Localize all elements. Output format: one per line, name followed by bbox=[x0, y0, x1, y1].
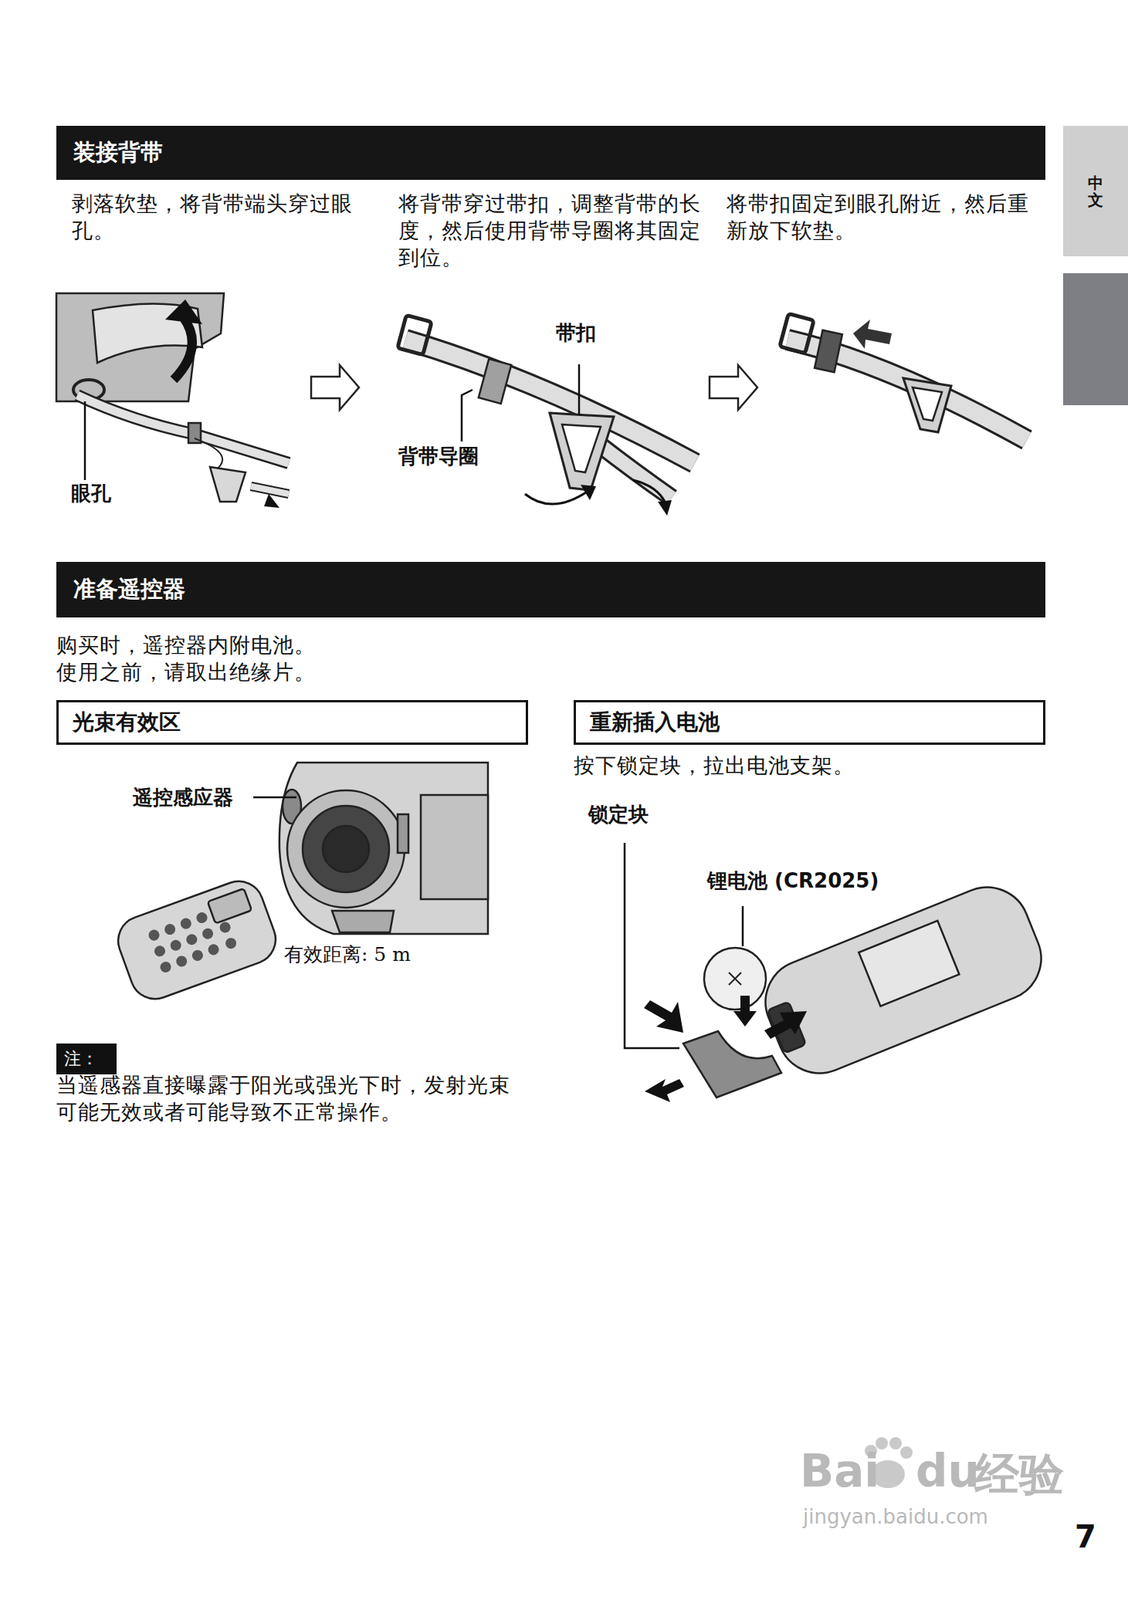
pull-arrow bbox=[644, 1079, 685, 1103]
part-label: 带扣 bbox=[554, 319, 598, 347]
leader-line bbox=[253, 796, 297, 800]
turn-arrow bbox=[525, 491, 589, 505]
subsection-box: 光束有效区 bbox=[56, 700, 529, 746]
page-number: 7 bbox=[1074, 1519, 1097, 1555]
node-text: 准备遥控器 bbox=[73, 574, 186, 606]
watermark: jingyan.baidu.com bbox=[802, 1505, 989, 1529]
lift-arrow-head bbox=[165, 299, 203, 325]
dimension: 有效距离: 5 m bbox=[284, 941, 411, 968]
body-text: 按下锁定块，拉出电池支架。 bbox=[573, 752, 1037, 780]
watermark: du bbox=[915, 1445, 980, 1498]
note-tag: 注： bbox=[56, 1043, 117, 1075]
remote-battery bbox=[683, 874, 1054, 1098]
insert-arrow bbox=[733, 995, 757, 1027]
insert-arrow bbox=[764, 1011, 807, 1040]
turn-arrow bbox=[633, 480, 666, 504]
step-text: 剥落软垫，将背带端头穿过眼孔。 bbox=[71, 189, 360, 244]
node-text: 注： bbox=[64, 1047, 99, 1071]
step-arrow bbox=[709, 365, 758, 410]
leader-line bbox=[741, 906, 745, 947]
pull-arrow bbox=[264, 494, 280, 509]
body-text: 购买时，遥控器内附电池。 bbox=[56, 631, 752, 659]
note-text: 当遥感器直接曝露于阳光或强光下时，发射光束可能无效或者可能导致不正常操作。 bbox=[56, 1071, 529, 1126]
watermark: Bai bbox=[799, 1445, 880, 1498]
turn-arrow-head bbox=[657, 500, 672, 516]
step-arrow bbox=[311, 365, 360, 410]
node-text: 中文 bbox=[1087, 174, 1104, 209]
body-text: 使用之前，请取出绝缘片。 bbox=[56, 658, 752, 686]
step-text: 将背带穿过带扣，调整背带的长度，然后使用背带导圈将其固定到位。 bbox=[398, 189, 708, 271]
lift-arrow bbox=[173, 318, 193, 380]
slide-arrow bbox=[853, 319, 892, 349]
subsection-box: 重新插入电池 bbox=[573, 700, 1046, 746]
turn-arrow-head bbox=[580, 484, 597, 501]
part-label: 锁定块 bbox=[586, 801, 651, 829]
strap-step-2 bbox=[397, 315, 695, 498]
camcorder bbox=[279, 762, 488, 935]
remote-control bbox=[111, 874, 283, 1007]
step-text: 将带扣固定到眼孔附近，然后重新放下软垫。 bbox=[726, 189, 1036, 244]
language-tab: 中文 bbox=[1063, 125, 1128, 257]
strap-step-1 bbox=[56, 293, 289, 502]
node-text: 装接背带 bbox=[73, 137, 163, 169]
node-text: 光束有效区 bbox=[72, 707, 181, 738]
part-label: 眼孔 bbox=[69, 480, 113, 508]
node-text: 重新插入电池 bbox=[589, 707, 720, 738]
section-band: 装接背带 bbox=[56, 125, 1046, 180]
side-tab bbox=[1063, 273, 1128, 406]
leader-line bbox=[578, 364, 581, 416]
watermark: 经验 bbox=[974, 1445, 1064, 1506]
part-label: 锂电池 (CR2025) bbox=[705, 867, 881, 895]
press-arrow bbox=[643, 1000, 684, 1034]
leader-line bbox=[461, 389, 473, 442]
strap-step-3 bbox=[779, 313, 1027, 441]
leader-line bbox=[624, 843, 680, 1049]
part-label: 遥控感应器 bbox=[131, 784, 235, 812]
part-label: 背带导圈 bbox=[396, 443, 481, 471]
section-band: 准备遥控器 bbox=[56, 562, 1046, 618]
leader-line bbox=[84, 401, 87, 484]
